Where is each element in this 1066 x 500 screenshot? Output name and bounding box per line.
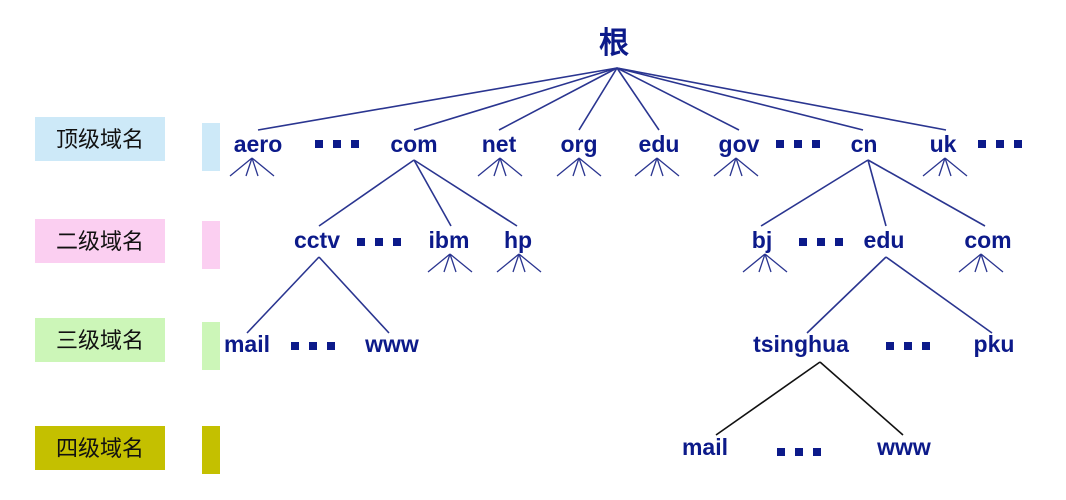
fan-ibm [427,253,473,273]
node-gov: gov [719,131,760,157]
node-cn-edu: edu [864,227,905,253]
node-tsinghua-mail: mail [682,434,728,460]
tsinghua-edges [715,361,904,436]
node-ibm: ibm [429,227,470,253]
ellipsis-fourth [777,448,821,456]
node-hp: hp [504,227,532,253]
node-org: org [560,131,597,157]
fan-aero [229,157,275,177]
node-cctv: cctv [294,227,340,253]
level-legend: 顶级域名 二级域名 三级域名 四级域名 [35,117,220,474]
top-level-nodes: aero com net org edu gov cn uk [234,131,957,157]
root-node: 根 [599,26,629,61]
ellipsis-top-1 [315,140,359,148]
fan-gov [713,157,759,177]
node-cn-com: com [964,227,1011,253]
ellipsis-second-2 [799,238,843,246]
level-2-bar [202,221,220,269]
level-4-box [35,426,165,470]
fan-edu [634,157,680,177]
second-level-nodes: cctv ibm hp bj edu com [294,227,1012,253]
com-edges [318,159,518,227]
level-1-box [35,117,165,161]
level-3-bar [202,322,220,370]
node-tsinghua: tsinghua [753,331,849,357]
fan-org [556,157,602,177]
node-aero: aero [234,131,283,157]
level-3-label: 三级域名 [56,329,144,354]
cctv-edges [246,256,390,334]
node-pku: pku [974,331,1015,357]
third-level-nodes: mail www tsinghua pku [224,331,1014,357]
level-1-label: 顶级域名 [56,128,144,153]
fourth-level-nodes: mail www [682,434,931,460]
level-2-box [35,219,165,263]
node-tsinghua-www: www [876,434,931,460]
level-3-box [35,318,165,362]
ellipsis-second-1 [357,238,401,246]
cn-edges [760,159,986,227]
node-uk: uk [930,131,957,157]
fan-bj [742,253,788,273]
fan-uk [922,157,968,177]
ellipsis-top-2 [776,140,820,148]
node-com: com [390,131,437,157]
node-bj: bj [752,227,772,253]
level-2-label: 二级域名 [56,230,144,255]
fan-net [477,157,523,177]
ellipsis-top-3 [978,140,1022,148]
level-4-label: 四级域名 [56,437,144,462]
root-edges [257,67,947,131]
ellipsis-third-1 [291,342,335,350]
node-cn: cn [851,131,878,157]
ellipsis-third-2 [886,342,930,350]
node-net: net [482,131,517,157]
node-cctv-mail: mail [224,331,270,357]
cn-edu-edges [806,256,993,334]
fan-cn-com [958,253,1004,273]
node-edu: edu [639,131,680,157]
level-1-bar [202,123,220,171]
fan-glyphs [229,157,1004,273]
node-cctv-www: www [364,331,419,357]
ellipsis-dots [291,140,1022,456]
fan-hp [496,253,542,273]
level-4-bar [202,426,220,474]
